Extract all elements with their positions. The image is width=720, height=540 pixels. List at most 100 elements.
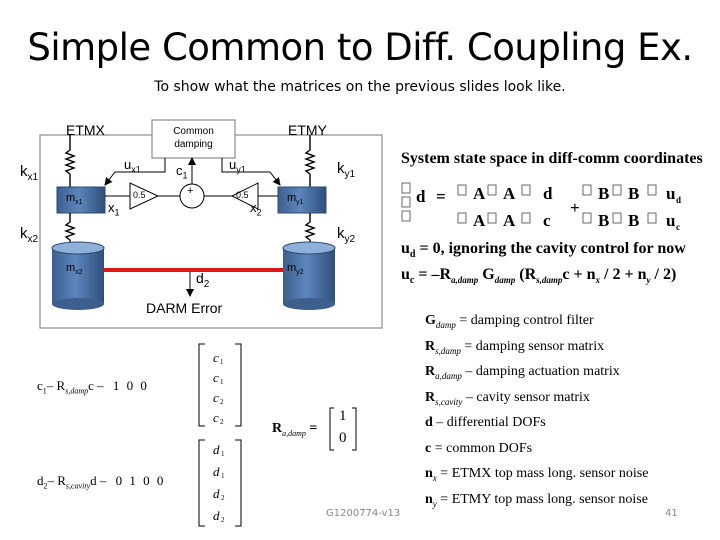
c1-equation: c1– Rs,dampc – 1 0 0: [37, 378, 149, 396]
x2-label: x2: [250, 200, 262, 218]
legend-subscript: a,damp: [435, 370, 462, 381]
legend-item: Rs,cavity – cavity sensor matrix: [425, 390, 648, 416]
ra-damp-equation: Ra,damp =: [272, 421, 318, 438]
d2-equation: d2– Rs,cavityd – 0 1 0 0: [37, 473, 166, 491]
svg-text:1: 1: [221, 450, 225, 458]
legend-description: – cavity sensor matrix: [462, 389, 590, 405]
control-loop-lines: [104, 157, 281, 197]
footer-document-id: G1200774-v13: [326, 508, 401, 519]
sum-junction: [179, 183, 205, 209]
svg-text:d: d: [416, 187, 426, 206]
kx2-label: kx2: [20, 225, 39, 245]
svg-text:1: 1: [220, 378, 224, 386]
svg-text:c: c: [676, 222, 680, 232]
svg-text:2: 2: [221, 494, 225, 502]
gain-right-triangle: [230, 182, 259, 210]
gain-right-value: 0.5: [236, 190, 249, 200]
ra-damp-vector: [329, 407, 357, 451]
svg-text:2: 2: [220, 398, 224, 406]
legend-description: = ETMX top mass long. sensor noise: [436, 466, 649, 481]
slide-subtitle: To show what the matrices on the previou…: [154, 79, 566, 95]
legend-symbol: R: [425, 338, 436, 354]
svg-text:A: A: [473, 211, 486, 230]
d2-label: d2: [196, 270, 210, 290]
etmx-top-suspension: [64, 135, 76, 187]
ux1-label: ux1: [124, 157, 141, 175]
svg-text:1: 1: [221, 472, 225, 480]
legend-symbol: R: [425, 364, 436, 379]
state-space-matrix: d = A A A A d c + B B B B u u d c: [401, 182, 681, 232]
legend-item: Gdamp = damping control filter: [425, 313, 648, 339]
etmy-test-mass: [282, 241, 336, 310]
legend-symbol: d: [425, 415, 433, 430]
c1-label: c1: [176, 163, 188, 181]
legend-item: d – differential DOFs: [425, 415, 648, 441]
svg-text:2: 2: [220, 418, 224, 426]
darm-error-label: DARM Error: [146, 300, 223, 316]
gain-left-triangle: [129, 182, 160, 210]
mx2-label: mx2: [66, 262, 83, 277]
svg-text:c: c: [213, 410, 219, 425]
svg-text:B: B: [628, 211, 639, 230]
svg-text:1: 1: [220, 358, 224, 366]
legend-subscript: x: [432, 472, 437, 483]
kx1-label: kx1: [20, 163, 39, 183]
legend-symbol: c: [425, 440, 432, 456]
svg-text:d: d: [213, 442, 220, 457]
svg-text:d: d: [213, 486, 220, 501]
uy1-label: uy1: [229, 157, 246, 175]
etmy-label: ETMY: [288, 122, 327, 138]
legend-item: ny = ETMY top mass long. sensor noise: [425, 492, 648, 518]
legend-description: = damping sensor matrix: [460, 338, 605, 354]
etmx-test-mass: [51, 241, 105, 310]
svg-text:d: d: [213, 464, 220, 479]
svg-text:d: d: [543, 184, 553, 203]
my2-label: my2: [287, 262, 304, 277]
etmx-top-mass: [56, 186, 106, 214]
svg-text:u: u: [666, 211, 675, 230]
mx1-label: mx1: [66, 192, 83, 207]
legend-subscript: damp: [435, 319, 456, 330]
legend-subscript: s,damp: [435, 345, 461, 356]
legend-symbol: G: [425, 313, 436, 328]
svg-text:B: B: [628, 184, 639, 203]
svg-text:=: =: [436, 187, 446, 206]
legend-description: – damping actuation matrix: [461, 364, 620, 379]
ky1-label: ky1: [337, 160, 356, 180]
legend-description: = ETMY top mass long. sensor noise: [436, 491, 648, 507]
svg-text:u: u: [666, 184, 675, 203]
page-number: 41: [665, 508, 678, 519]
svg-text:c: c: [213, 350, 219, 365]
legend-item: nx = ETMX top mass long. sensor noise: [425, 466, 648, 492]
legend-symbol: n: [425, 491, 433, 507]
svg-text:c: c: [213, 370, 219, 385]
legend-description: = damping control filter: [455, 313, 594, 328]
ra-damp-top: 1: [339, 408, 347, 424]
svg-text:c: c: [543, 211, 551, 230]
legend-subscript: s,cavity: [435, 396, 463, 407]
svg-text:+: +: [570, 198, 580, 217]
etmx-label: ETMX: [66, 122, 105, 138]
gain-left-value: 0.5: [133, 190, 146, 200]
svg-text:B: B: [598, 211, 609, 230]
legend-description: – differential DOFs: [432, 415, 546, 430]
legend-description: = common DOFs: [431, 440, 533, 456]
svg-text:A: A: [503, 211, 516, 230]
svg-text:d: d: [676, 195, 681, 205]
etmy-top-mass: [277, 186, 327, 214]
legend-symbol: n: [425, 466, 433, 481]
legend-subscript: y: [432, 498, 437, 509]
my1-label: my1: [287, 192, 304, 207]
etmy-top-suspension: [304, 135, 316, 187]
svg-text:2: 2: [221, 516, 225, 524]
legend-symbol: R: [425, 389, 436, 405]
ud-equation: ud = 0, ignoring the cavity control for …: [401, 240, 686, 261]
legend-item: Ra,damp – damping actuation matrix: [425, 364, 648, 390]
x1-label: x1: [108, 200, 120, 218]
common-damping-label: Common damping: [173, 126, 214, 150]
legend-item: Rs,damp = damping sensor matrix: [425, 339, 648, 365]
svg-text:d: d: [213, 508, 220, 523]
uc-equation: uc = –Ra,damp Gdamp (Rs,dampc + nx / 2 +…: [401, 266, 677, 287]
